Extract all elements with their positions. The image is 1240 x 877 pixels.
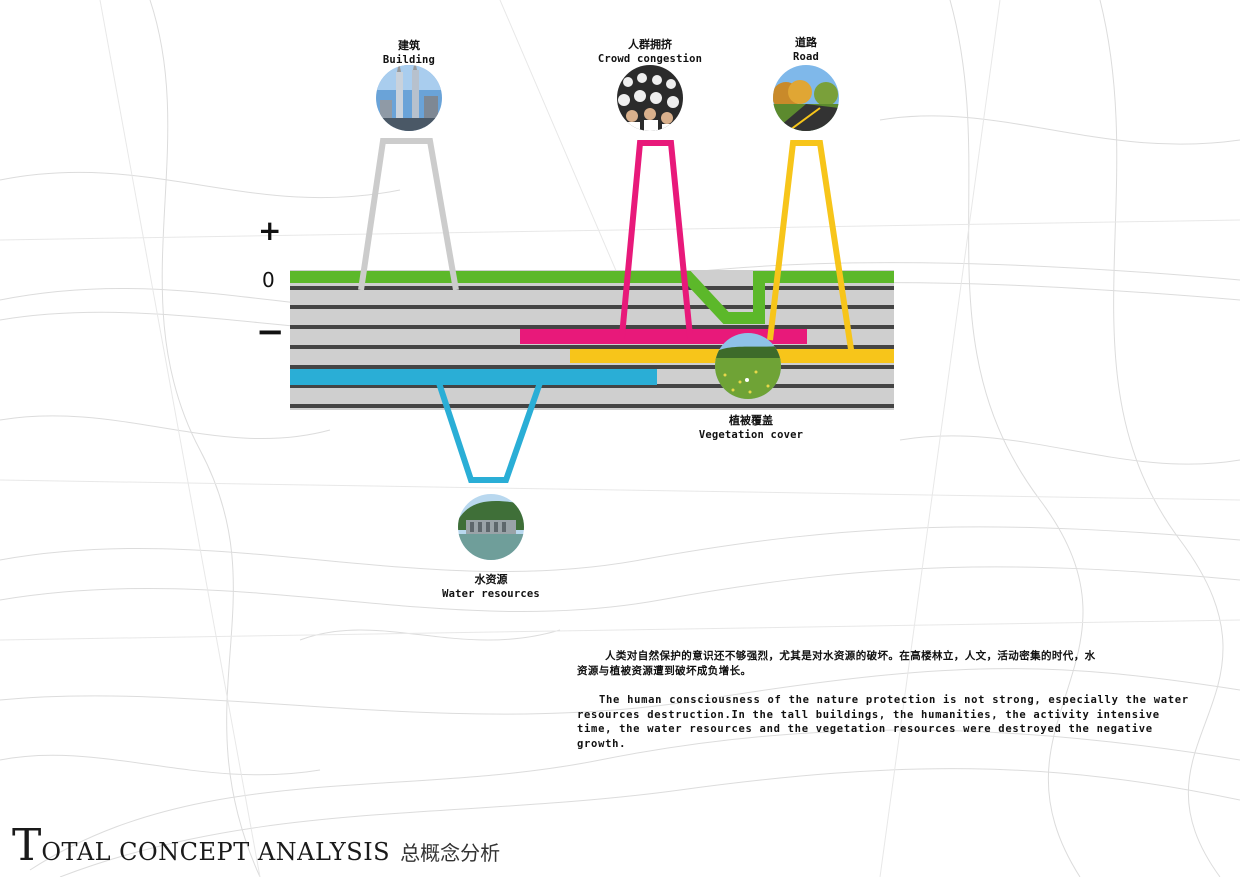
road-line: [767, 140, 894, 359]
description-en-text: The human consciousness of the nature pr…: [577, 694, 1189, 750]
crowd-label-zh: 人群拥挤: [628, 38, 672, 51]
crowd-label-en: Crowd congestion: [597, 53, 703, 65]
title-first-letter: T: [12, 820, 42, 871]
axis-minus-label: −: [256, 312, 285, 352]
road-label: 道路 Road: [766, 36, 846, 64]
water-line: [290, 374, 657, 483]
building-line: [358, 138, 459, 291]
vegetation-label-en: Vegetation cover: [698, 429, 804, 441]
vegetation-label-zh: 植被覆盖: [729, 414, 773, 427]
description-zh-text: 人类对自然保护的意识还不够强烈，尤其是对水资源的破坏。在高楼林立，人文，活动密集…: [577, 650, 1096, 677]
road-label-en: Road: [792, 51, 820, 63]
title-rest: OTAL CONCEPT ANALYSIS: [41, 838, 391, 866]
title-zh: 总概念分析: [400, 841, 501, 865]
building-label: 建筑 Building: [349, 39, 469, 67]
water-label: 水资源 Water resources: [421, 573, 561, 601]
water-bar: [290, 369, 657, 385]
building-label-en: Building: [382, 54, 436, 66]
water-label-zh: 水资源: [474, 573, 508, 586]
crowd-line: [520, 140, 807, 339]
description-en: The human consciousness of the nature pr…: [577, 693, 1197, 751]
building-label-zh: 建筑: [398, 39, 420, 52]
building-photo: [376, 65, 442, 131]
page-title: TOTAL CONCEPT ANALYSIS 总概念分析: [12, 820, 500, 871]
vegetation-label: 植被覆盖 Vegetation cover: [681, 414, 821, 442]
axis-zero-label: 0: [262, 268, 275, 292]
crowd-label: 人群拥挤 Crowd congestion: [570, 38, 730, 66]
crowd-photo: [617, 65, 683, 131]
water-label-en: Water resources: [442, 588, 540, 600]
description-zh: 人类对自然保护的意识还不够强烈，尤其是对水资源的破坏。在高楼林立，人文，活动密集…: [577, 649, 1097, 678]
dam-photo: [458, 494, 524, 560]
vegetation-line: [290, 271, 894, 324]
road-photo: [773, 65, 839, 131]
road-label-zh: 道路: [795, 36, 817, 49]
axis-plus-label: +: [258, 214, 282, 247]
